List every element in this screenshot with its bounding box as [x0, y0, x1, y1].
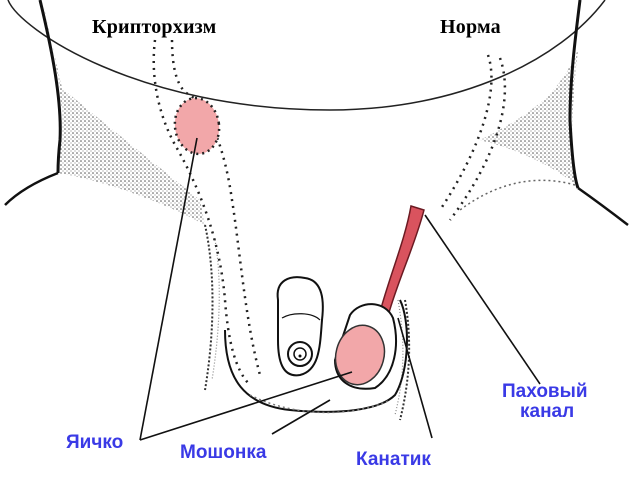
- label-testis: Яичко: [66, 432, 124, 453]
- penis: [276, 276, 324, 377]
- descended-testis: [334, 324, 386, 386]
- label-spermatic-cord: Канатик: [356, 449, 431, 470]
- label-inguinal-canal-line1: Паховый: [502, 381, 588, 402]
- title-normal: Норма: [440, 16, 501, 38]
- left-thigh-fold: [4, 0, 205, 225]
- title-cryptorchidism: Крипторхизм: [92, 16, 217, 38]
- right-inner-thigh: [399, 299, 411, 421]
- left-canal-dotted-outer: [152, 39, 251, 386]
- leader-lines: [139, 137, 541, 441]
- label-scrotum: Мошонка: [180, 442, 267, 463]
- right-canal-dotted-outer: [438, 54, 493, 211]
- right-thigh-fold: [459, 0, 629, 226]
- undescended-testis: [173, 96, 221, 156]
- label-inguinal-canal-line2: канал: [520, 401, 575, 422]
- spermatic-cord: [379, 205, 425, 318]
- left-inner-thigh: [204, 224, 214, 391]
